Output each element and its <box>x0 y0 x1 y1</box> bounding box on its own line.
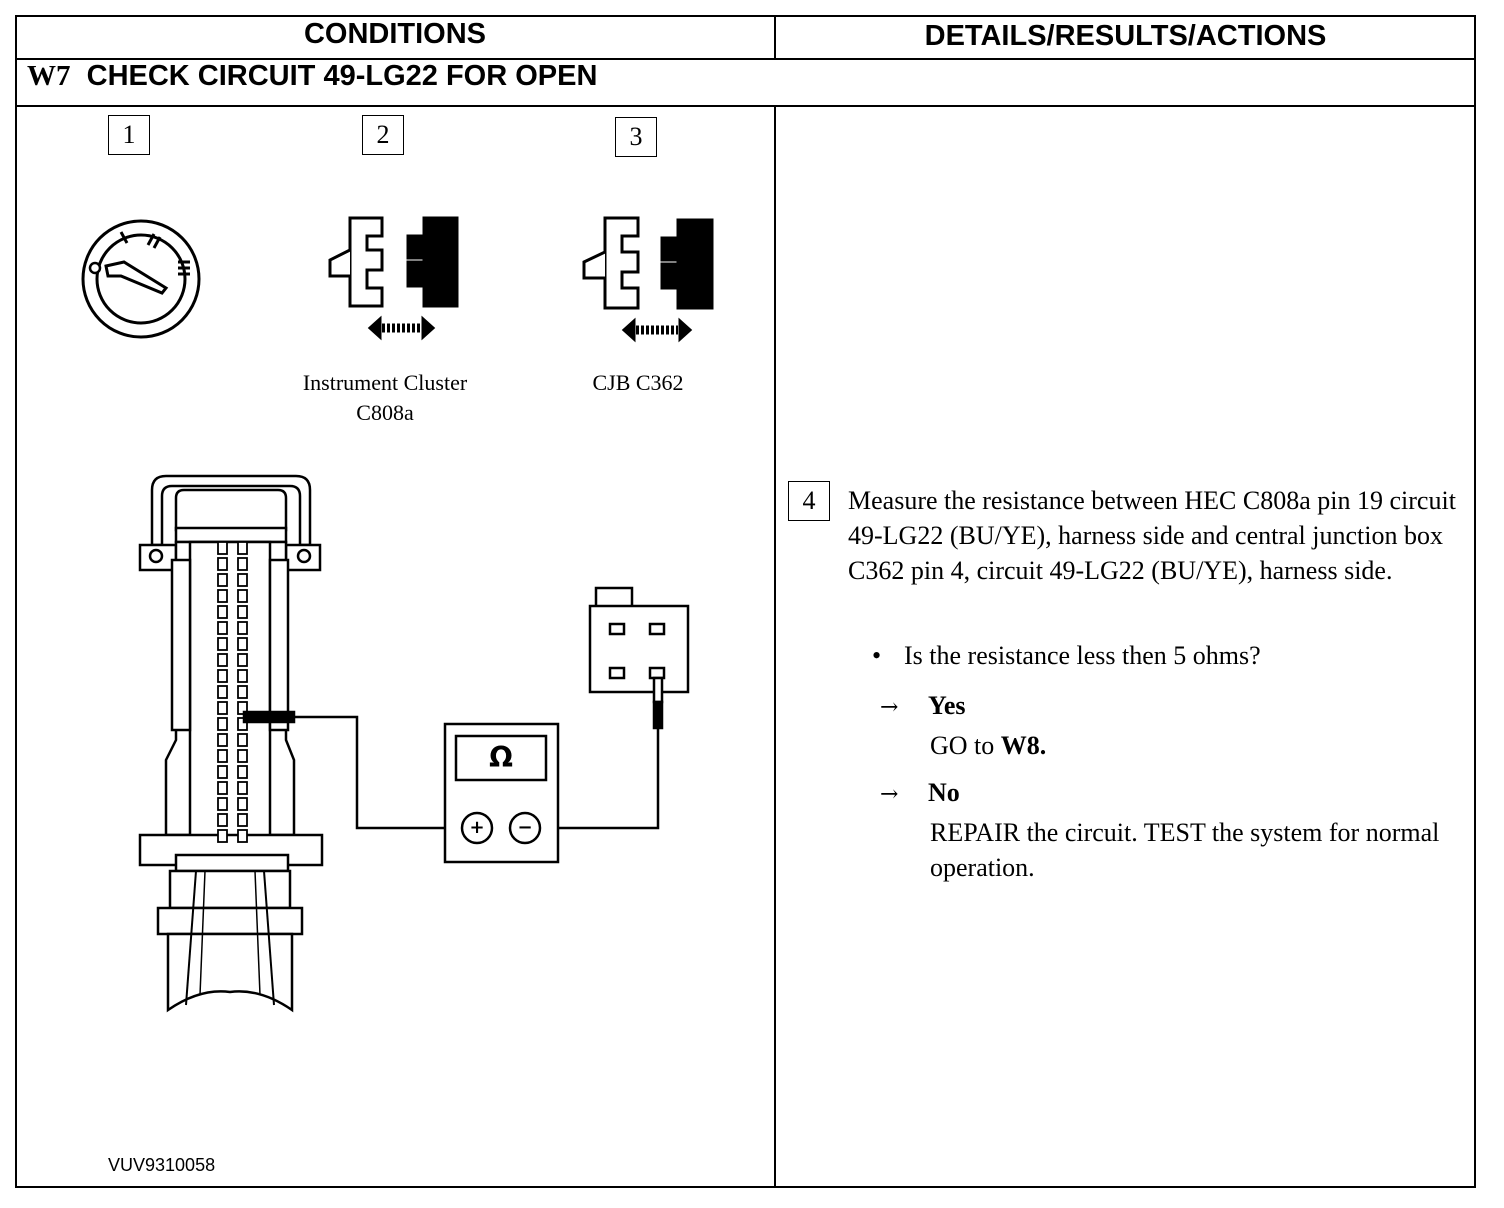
test-title: W7 CHECK CIRCUIT 49-LG22 FOR OPEN <box>27 60 597 93</box>
step-3-box: 3 <box>615 117 657 157</box>
connector-pin <box>217 589 228 603</box>
multimeter-icon <box>443 722 560 864</box>
connector-pin <box>237 733 248 747</box>
yes-label: Yes <box>928 691 966 720</box>
connector-pin <box>217 701 228 715</box>
connector-pin <box>217 797 228 811</box>
connector-pin <box>237 573 248 587</box>
connector-pin <box>237 765 248 779</box>
connector-pin <box>237 605 248 619</box>
ohm-symbol: Ω <box>489 741 513 774</box>
connector-pin <box>237 749 248 763</box>
connector-pin <box>217 637 228 651</box>
conditions-header: CONDITIONS <box>303 18 487 50</box>
plus-terminal: + <box>469 817 485 838</box>
table-frame <box>15 15 1476 1188</box>
step-2-caption-line2: C808a <box>356 400 414 425</box>
connector-pin <box>217 717 228 731</box>
connector-pin <box>237 557 248 571</box>
connector-pin <box>217 829 228 843</box>
step-4-box: 4 <box>788 481 830 521</box>
bullet-icon: • <box>872 641 882 670</box>
connector-pin <box>237 813 248 827</box>
connector-pin <box>217 733 228 747</box>
step-1-box: 1 <box>108 115 150 155</box>
test-title-text: CHECK CIRCUIT 49-LG22 FOR OPEN <box>86 60 598 92</box>
step-2-caption-line1: Instrument Cluster <box>302 370 468 395</box>
test-code: W7 <box>27 60 71 92</box>
connector-pin <box>217 685 228 699</box>
no-arrow-icon: → <box>880 782 899 807</box>
connector-pin <box>217 669 228 683</box>
step-2-caption: Instrument Cluster C808a <box>270 368 500 428</box>
yes-action-prefix: GO to <box>930 731 1001 760</box>
connector-pin <box>217 541 228 555</box>
connector-pin <box>237 717 248 731</box>
connector-pin <box>237 653 248 667</box>
minus-terminal: − <box>517 817 533 838</box>
table-grid <box>15 15 1476 1188</box>
connector-pin <box>217 621 228 635</box>
connector-pin <box>217 749 228 763</box>
connector-pin <box>237 669 248 683</box>
connector-pin <box>237 685 248 699</box>
connector-c362 <box>540 586 690 830</box>
connector-pin <box>237 637 248 651</box>
connector-pin <box>217 557 228 571</box>
probe-lead-positive <box>242 710 462 830</box>
connector-disconnect-icon-2 <box>582 216 714 343</box>
connector-pin <box>217 765 228 779</box>
connector-pin <box>237 781 248 795</box>
connector-pin <box>217 573 228 587</box>
figure-id: VUV9310058 <box>108 1155 216 1175</box>
yes-action: GO to W8. <box>930 728 1046 763</box>
connector-pin <box>237 541 248 555</box>
connector-pin <box>237 621 248 635</box>
connector-pin <box>237 589 248 603</box>
connector-pin <box>237 701 248 715</box>
connector-pin <box>217 813 228 827</box>
connector-pin <box>237 797 248 811</box>
connector-pin <box>217 781 228 795</box>
ignition-switch-icon <box>81 219 201 339</box>
step-4-text: Measure the resistance between HEC C808a… <box>848 486 1456 585</box>
step-3-caption: CJB C362 <box>592 370 684 395</box>
step-2-box: 2 <box>362 115 404 155</box>
yes-arrow-icon: → <box>880 695 899 720</box>
details-header: DETAILS/RESULTS/ACTIONS <box>924 20 1327 52</box>
no-action: REPAIR the circuit. TEST the system for … <box>930 818 1440 882</box>
no-label: No <box>928 778 960 807</box>
connector-pin-grid <box>217 541 248 843</box>
harness-connector-c808a <box>138 474 324 1013</box>
connector-pin <box>217 653 228 667</box>
connector-pin <box>217 605 228 619</box>
yes-action-target: W8. <box>1000 731 1047 760</box>
connector-disconnect-icon-1 <box>328 216 459 341</box>
connector-pin <box>237 829 248 843</box>
step-4-question: Is the resistance less then 5 ohms? <box>904 641 1261 670</box>
